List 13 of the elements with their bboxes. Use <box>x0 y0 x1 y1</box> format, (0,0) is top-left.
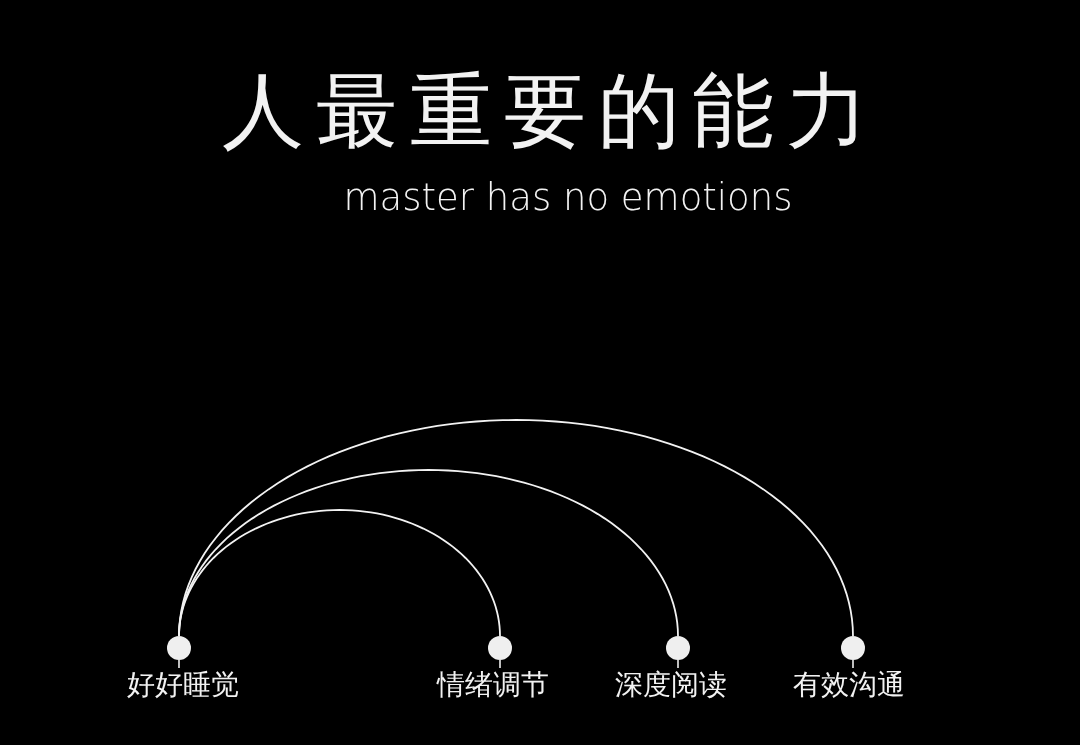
node-label: 深度阅读 <box>615 669 727 702</box>
circle-node <box>488 636 512 660</box>
subtitle: master has no emotions <box>343 177 793 220</box>
node-label: 好好睡觉 <box>127 669 239 702</box>
circle-node <box>841 636 865 660</box>
node-label: 有效沟通 <box>793 669 905 702</box>
circle-node <box>167 636 191 660</box>
arc-connector <box>178 469 679 637</box>
title: 人最重要的能力 <box>222 66 880 157</box>
circle-node <box>666 636 690 660</box>
arc-connector <box>178 509 501 637</box>
arc-connector <box>178 419 854 637</box>
node-label: 情绪调节 <box>437 669 549 702</box>
